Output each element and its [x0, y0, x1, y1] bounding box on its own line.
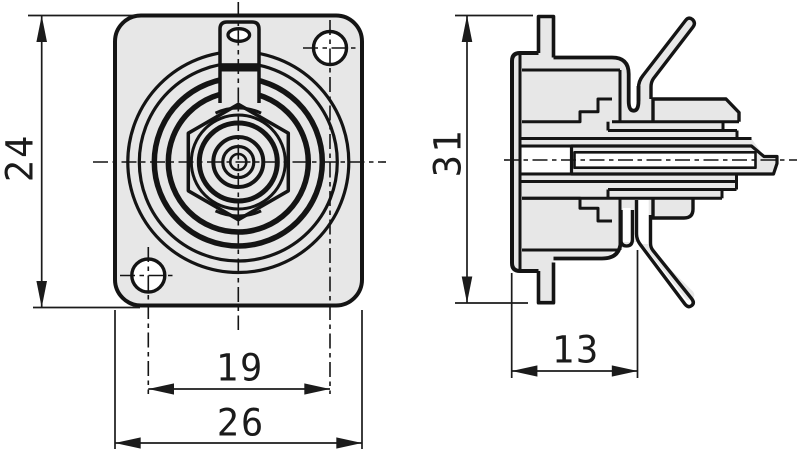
dim-24-lines	[28, 14, 140, 309]
shield-block-bottom	[651, 198, 695, 220]
shield-block-top	[651, 97, 741, 122]
solder-tab-outline	[218, 20, 261, 103]
slot-bottom2-white	[638, 200, 649, 244]
dimension-graphics	[28, 14, 639, 449]
front-view	[93, 2, 386, 394]
slot-bottom1-white	[622, 208, 631, 242]
dimension-label-24: 24	[0, 133, 42, 183]
dim-31-lines	[455, 14, 533, 304]
solder-tab	[220, 22, 259, 103]
sleeve-lines	[520, 120, 752, 200]
dim-26-lines	[114, 310, 363, 449]
dim-19-lines	[148, 383, 330, 395]
dimension-label-31: 31	[426, 128, 470, 178]
dim-13-lines	[510, 250, 639, 378]
top-lug	[636, 16, 697, 101]
dimension-label-19: 19	[215, 346, 265, 390]
slot-top-white	[630, 62, 637, 107]
side-housing-top	[553, 55, 641, 113]
dimension-label-26: 26	[216, 401, 266, 445]
side-section-view	[504, 14, 797, 309]
side-plate-bottom-edge	[536, 262, 556, 305]
front-centerlines	[93, 2, 386, 394]
side-plate-top-edge	[536, 14, 556, 58]
dimension-label-13: 13	[551, 328, 601, 372]
side-bezel-outline	[510, 51, 539, 273]
hex-nut	[186, 102, 291, 222]
bottom-lug	[634, 200, 695, 309]
